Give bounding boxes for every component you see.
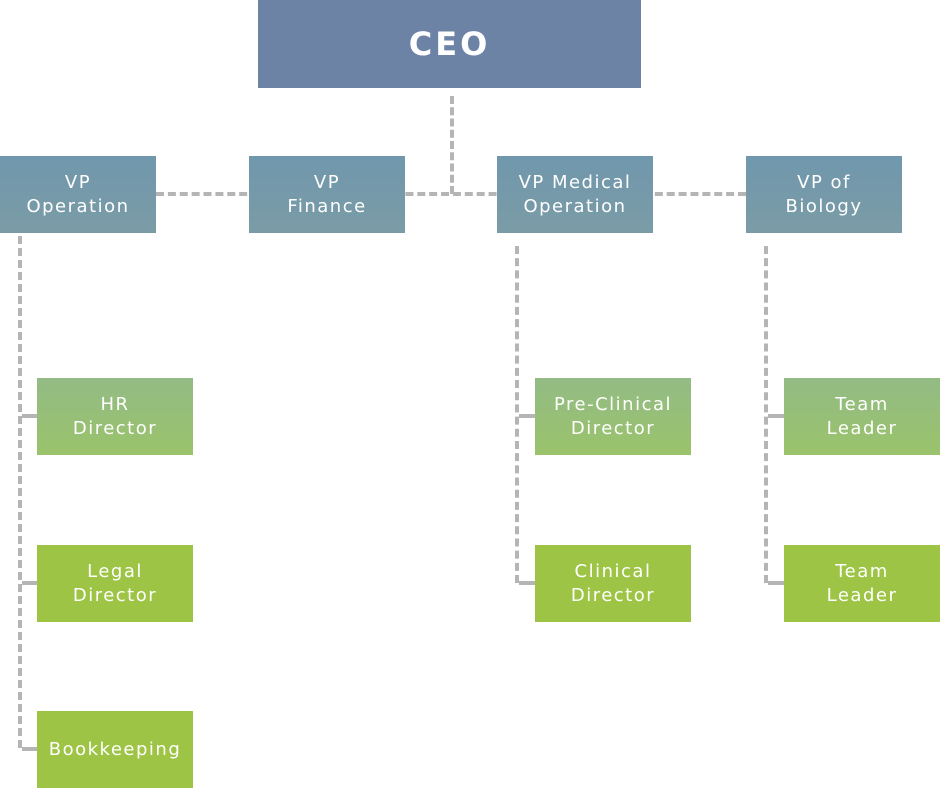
vp-medical-operation-label: VP Medical Operation [518,171,632,217]
connector-preclinical [519,414,535,418]
vp-finance-node: VP Finance [249,156,405,233]
connector-team-leader-1 [768,414,784,418]
clinical-director-node: Clinical Director [535,545,691,622]
vp-operation-node: VP Operation [0,156,156,233]
pre-clinical-director-label: Pre-Clinical Director [553,393,673,439]
clinical-director-label: Clinical Director [570,560,656,606]
legal-director-node: Legal Director [37,545,193,622]
connector-clinical [519,581,535,585]
bookkeeping-node: Bookkeeping [37,711,193,788]
connector-biology-trunk [764,246,768,583]
vp-finance-label: VP Finance [287,171,367,217]
connector-vp-row [156,192,746,196]
vp-biology-node: VP of Biology [746,156,902,233]
connector-team-leader-2 [768,581,784,585]
pre-clinical-director-node: Pre-Clinical Director [535,378,691,455]
team-leader-node-1: Team Leader [784,378,940,455]
ceo-node: CEO [258,0,641,88]
hr-director-node: HR Director [37,378,193,455]
team-leader-label-2: Team Leader [826,560,898,606]
vp-operation-label: VP Operation [26,171,130,217]
team-leader-label-1: Team Leader [826,393,898,439]
vp-biology-label: VP of Biology [785,171,863,217]
connector-legal [22,581,37,585]
legal-director-label: Legal Director [72,560,158,606]
connector-ceo-down [450,96,454,194]
connector-operation-trunk [18,236,22,748]
connector-bookkeeping [22,747,37,751]
team-leader-node-2: Team Leader [784,545,940,622]
connector-medical-trunk [515,246,519,583]
vp-medical-operation-node: VP Medical Operation [497,156,653,233]
hr-director-label: HR Director [72,393,158,439]
bookkeeping-label: Bookkeeping [48,738,182,760]
ceo-label: CEO [408,25,491,63]
connector-hr [22,414,37,418]
